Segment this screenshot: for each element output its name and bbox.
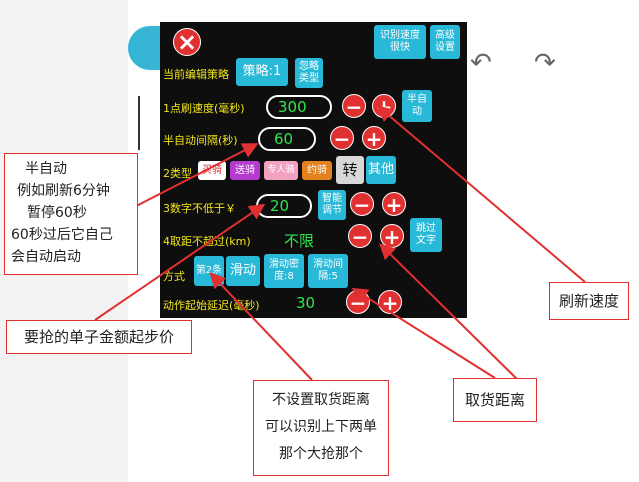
pickup-distance-minus-button[interactable]: −: [348, 224, 372, 249]
type-label: 2类型: [163, 167, 192, 180]
other-button[interactable]: 其他: [366, 156, 396, 184]
skip-text-button[interactable]: 跳过文字: [410, 218, 442, 252]
semi-auto-interval-plus-button[interactable]: +: [362, 126, 386, 151]
action-delay-label: 动作起始延迟(毫秒): [163, 299, 260, 312]
semi-auto-interval-minus-button[interactable]: −: [330, 126, 354, 151]
pickup-distance-value: 不限: [284, 232, 315, 250]
min-amount-plus-button[interactable]: +: [382, 192, 406, 217]
action-delay-plus-button[interactable]: +: [378, 290, 402, 315]
no-distance-note-line: 不设置取货距离: [272, 392, 370, 408]
mode-option-swipe-density[interactable]: 滑动密度:8: [264, 254, 304, 288]
recognize-speed-button[interactable]: 识别速度很快: [374, 25, 426, 59]
smart-adjust-button[interactable]: 智能调节: [318, 190, 346, 220]
semi-auto-interval-field[interactable]: [258, 127, 316, 151]
advanced-settings-button[interactable]: 高级设置: [430, 25, 460, 59]
redo-icon[interactable]: ↷: [534, 48, 556, 78]
no-distance-note: 不设置取货距离 可以识别上下两单 那个大抢那个: [253, 380, 389, 476]
refresh-speed-note: 刷新速度: [549, 282, 629, 320]
type-chip-dedicated[interactable]: 专人骑: [264, 161, 298, 180]
type-chip-buy[interactable]: 买骑: [198, 161, 226, 180]
refresh-speed-minus-button[interactable]: −: [342, 94, 366, 119]
semi-auto-note-line: 60秒过后它自己: [11, 227, 113, 243]
pickup-distance-note: 取货距离: [453, 378, 537, 422]
min-amount-value: 20: [270, 197, 290, 215]
refresh-speed-value: 300: [278, 98, 307, 116]
min-price-note: 要抢的单子金额起步价: [6, 320, 192, 354]
semi-auto-note-line: 例如刷新6分钟: [17, 183, 110, 199]
close-icon[interactable]: ×: [173, 28, 201, 56]
min-amount-label: 3数字不低于￥: [163, 202, 236, 215]
refresh-speed-field[interactable]: [266, 95, 332, 119]
mode-label: 方式: [163, 270, 185, 283]
strategy-button[interactable]: 策略:1: [236, 58, 288, 86]
no-distance-note-line: 那个大抢那个: [279, 446, 363, 462]
ignore-type-button[interactable]: 忽略类型: [295, 58, 323, 88]
mode-option-second-item[interactable]: 第2条: [194, 256, 224, 286]
semi-auto-note-line: 暂停60秒: [27, 205, 87, 221]
semi-auto-note: 半自动 例如刷新6分钟 暂停60秒 60秒过后它自己 会自动启动: [4, 153, 138, 275]
pickup-distance-plus-button[interactable]: +: [380, 224, 404, 249]
mode-option-swipe-interval[interactable]: 滑动间隔:5: [308, 254, 348, 288]
no-distance-note-line: 可以识别上下两单: [265, 419, 377, 435]
semi-auto-note-line: 半自动: [25, 161, 67, 177]
semi-auto-button[interactable]: 半自动: [402, 90, 432, 122]
min-amount-minus-button[interactable]: −: [350, 192, 374, 217]
mode-option-swipe[interactable]: 滑动: [226, 256, 260, 286]
action-delay-minus-button[interactable]: −: [346, 290, 370, 315]
type-chip-send[interactable]: 送骑: [230, 161, 260, 180]
undo-icon[interactable]: ↶: [470, 48, 492, 78]
text-cursor: [138, 96, 140, 150]
pickup-distance-label: 4取距不超过(km): [163, 235, 251, 248]
semi-auto-interval-value: 60: [274, 130, 294, 148]
action-delay-value: 30: [296, 294, 316, 312]
semi-auto-note-line: 会自动启动: [11, 249, 81, 265]
grab-order-settings-panel: × 识别速度很快 高级设置 当前编辑策略 策略:1 忽略类型 1点刷速度(毫秒)…: [160, 22, 467, 318]
refresh-speed-plus-button[interactable]: +: [372, 94, 396, 119]
transfer-button[interactable]: 转: [336, 156, 364, 184]
type-chip-booking[interactable]: 约骑: [302, 161, 332, 180]
refresh-speed-label: 1点刷速度(毫秒): [163, 102, 245, 115]
semi-auto-interval-label: 半自动间隔(秒): [163, 134, 238, 147]
current-strategy-label: 当前编辑策略: [163, 68, 229, 81]
